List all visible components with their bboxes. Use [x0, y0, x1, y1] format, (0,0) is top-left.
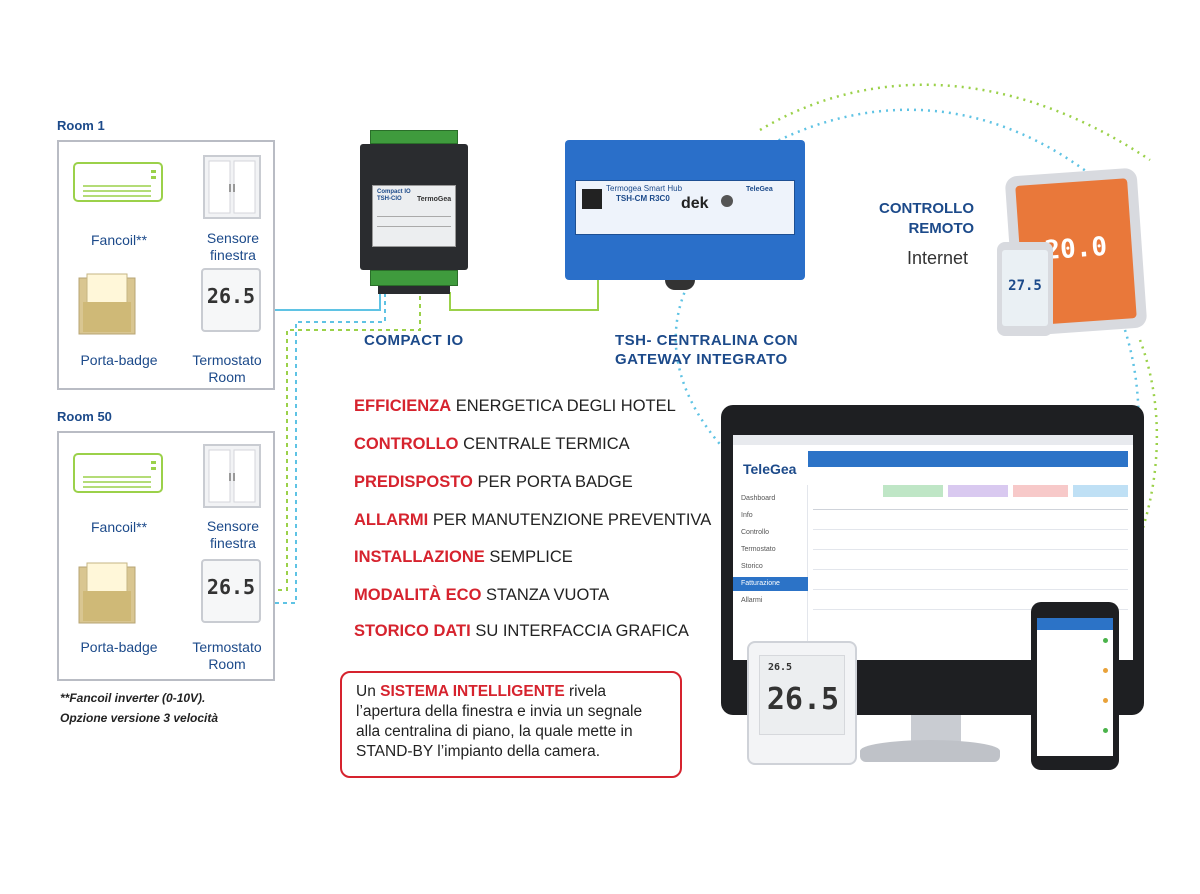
sidebar-item-controllo[interactable]: Controllo — [741, 529, 770, 536]
room50-fancoil-label: Fancoil** — [90, 519, 148, 535]
internet-label: Internet — [907, 248, 969, 268]
compact-io-title: COMPACT IO — [364, 332, 464, 349]
qr-code-icon — [582, 189, 602, 209]
room1-thermostat: 26.5 — [201, 268, 261, 332]
room1-thermostat-label: Termostato Room — [192, 352, 262, 385]
window-sensor-icon — [203, 155, 261, 219]
wall-thermostat-value: 26.5 — [766, 682, 840, 717]
compact-io-panel: Compact IO TSH-CIO TermoGea — [372, 185, 456, 247]
remote-title-line2: REMOTO — [908, 220, 974, 237]
room50-thermostat-label: Termostato Room — [192, 639, 262, 672]
monitor-stand — [860, 740, 1000, 762]
room1-badge-label: Porta-badge — [80, 352, 158, 368]
feature-item: STORICO DATI SU INTERFACCIA GRAFICA — [354, 622, 689, 640]
room50-thermostat: 26.5 — [201, 559, 261, 623]
compact-io-panel-name: Compact IO TSH-CIO — [377, 189, 411, 202]
room50-badge-label: Porta-badge — [80, 639, 158, 655]
feature-item: INSTALLAZIONE SEMPLICE — [354, 548, 573, 566]
fancoil-icon — [73, 453, 163, 493]
room1-label: Room 1 — [57, 118, 105, 133]
wall-thermostat: 26.5 26.5 — [747, 641, 857, 765]
window-sensor-icon — [203, 444, 261, 508]
phone-temp-value: 27.5 — [1008, 278, 1042, 294]
app-sidebar: Dashboard Info Controllo Termostato Stor… — [733, 485, 808, 660]
room50-label: Room 50 — [57, 409, 112, 424]
feature-item: CONTROLLO CENTRALE TERMICA — [354, 435, 630, 453]
room1-box: Fancoil** Sensore finestra Porta-badge 2… — [57, 140, 275, 390]
info-box: Un SISTEMA INTELLIGENTE rivela l’apertur… — [340, 671, 682, 778]
feature-item: PREDISPOSTO PER PORTA BADGE — [354, 473, 633, 491]
feature-item: EFFICIENZA ENERGETICA DEGLI HOTEL — [354, 397, 676, 415]
remote-title-line1: CONTROLLO — [879, 200, 974, 217]
hub-title-line2: GATEWAY INTEGRATO — [615, 351, 788, 368]
badge-holder-icon — [78, 273, 136, 335]
sidebar-item-info[interactable]: Info — [741, 512, 753, 519]
wall-thermostat-small: 26.5 — [768, 662, 793, 673]
room50-thermostat-value: 26.5 — [206, 575, 256, 599]
hub-device: Termogea Smart Hub TSH-CM R3C0 dek TeleG… — [565, 140, 805, 290]
hub-panel-logo: dek — [681, 195, 709, 212]
room50-box: Fancoil** Sensore finestra Porta-badge 2… — [57, 431, 275, 681]
app-table — [813, 485, 1128, 635]
sidebar-item-dashboard[interactable]: Dashboard — [741, 495, 776, 502]
sidebar-item-storico[interactable]: Storico — [741, 563, 763, 570]
footnote-line1: **Fancoil inverter (0-10V). — [60, 691, 206, 705]
foreground-phone — [1031, 602, 1119, 770]
room1-fancoil-label: Fancoil** — [90, 232, 148, 248]
phone-device: 27.5 — [997, 242, 1053, 336]
room1-thermostat-value: 26.5 — [206, 284, 256, 308]
sidebar-item-termostato[interactable]: Termostato — [741, 546, 776, 553]
button-icon — [721, 195, 733, 207]
fancoil-icon — [73, 162, 163, 202]
room50-sensor-label: Sensore finestra — [206, 518, 260, 551]
room1-sensor-label: Sensore finestra — [206, 230, 260, 263]
hub-panel-name: Termogea Smart Hub — [606, 184, 683, 193]
app-brand: TeleGea — [743, 461, 797, 477]
hub-panel: Termogea Smart Hub TSH-CM R3C0 dek TeleG… — [575, 180, 795, 235]
feature-item: ALLARMI PER MANUTENZIONE PREVENTIVA — [354, 511, 712, 529]
sidebar-item-allarmi[interactable]: Allarmi — [741, 597, 763, 604]
footnote-line2: Opzione versione 3 velocità — [60, 711, 219, 725]
hub-panel-model: TSH-CM R3C0 — [616, 194, 670, 203]
hub-panel-brand: TeleGea — [746, 186, 773, 193]
sidebar-item-fatturazione[interactable]: Fatturazione — [741, 580, 780, 587]
compact-io-panel-brand: TermoGea — [417, 196, 452, 203]
badge-holder-icon — [78, 562, 136, 624]
compact-io-device: Compact IO TSH-CIO TermoGea — [360, 130, 468, 295]
hub-title-line1: TSH- CENTRALINA CON — [615, 332, 799, 349]
feature-item: MODALITÀ ECO STANZA VUOTA — [354, 586, 610, 604]
